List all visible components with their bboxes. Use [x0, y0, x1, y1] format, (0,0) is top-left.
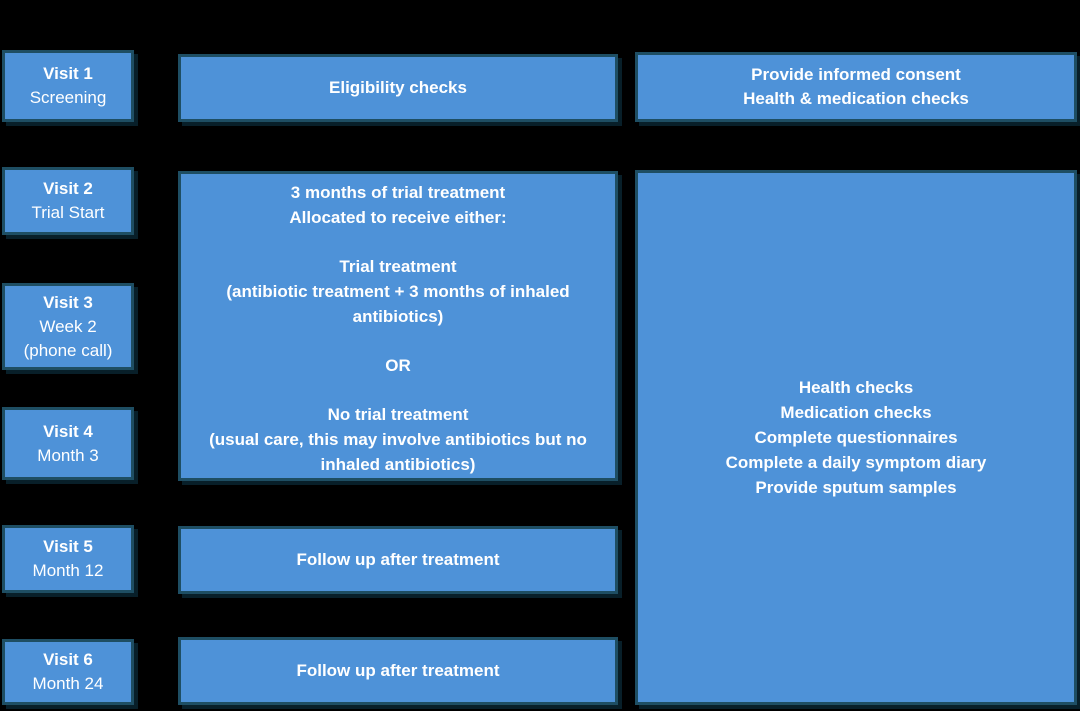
activity-medication-checks: Medication checks	[780, 403, 932, 422]
visit-3-subtitle2: (phone call)	[23, 340, 113, 360]
visit-2-subtitle: Trial Start	[31, 203, 105, 222]
visit-5-subtitle: Month 12	[32, 561, 104, 580]
treatment-arm-a: Trial treatment (antibiotic treatment + …	[189, 254, 607, 329]
visit-1-box: Visit 1 Screening	[2, 50, 134, 122]
treatment-line-1: 3 months of trial treatment	[290, 183, 506, 202]
treatment-arm-b: No trial treatment (usual care, this may…	[189, 402, 607, 477]
visit-6-box: Visit 6 Month 24	[2, 639, 134, 705]
activity-sputum-samples: Provide sputum samples	[755, 478, 957, 497]
treatment-intro: 3 months of trial treatment Allocated to…	[289, 180, 506, 230]
visit-3-title: Visit 3	[43, 292, 93, 312]
followup-2-label: Follow up after treatment	[296, 661, 500, 680]
treatment-arm-b-title: No trial treatment	[327, 405, 469, 424]
treatment-allocation-box: 3 months of trial treatment Allocated to…	[178, 171, 618, 481]
eligibility-checks-box: Eligibility checks	[178, 54, 618, 122]
visit-1-subtitle: Screening	[29, 88, 107, 107]
followup-box-1: Follow up after treatment	[178, 526, 618, 594]
followup-box-2: Follow up after treatment	[178, 637, 618, 705]
visit-3-box: Visit 3 Week 2 (phone call)	[2, 283, 134, 370]
activity-symptom-diary: Complete a daily symptom diary	[725, 453, 987, 472]
visit-5-box: Visit 5 Month 12	[2, 525, 134, 593]
visit-1-title: Visit 1	[43, 64, 93, 83]
treatment-arm-a-detail: (antibiotic treatment + 3 months of inha…	[226, 282, 570, 326]
activity-questionnaires: Complete questionnaires	[754, 428, 958, 447]
visit-2-box: Visit 2 Trial Start	[2, 167, 134, 235]
treatment-arm-b-detail: (usual care, this may involve antibiotic…	[209, 430, 587, 474]
eligibility-checks-label: Eligibility checks	[329, 78, 467, 97]
visit-4-subtitle: Month 3	[37, 445, 99, 465]
followup-1-label: Follow up after treatment	[296, 550, 500, 569]
activity-health-checks: Health checks	[798, 378, 914, 397]
visit-4-title: Visit 4	[43, 421, 93, 441]
visit-3-subtitle: Week 2	[39, 316, 97, 336]
visit-4-box: Visit 4 Month 3	[2, 407, 134, 480]
treatment-arm-a-title: Trial treatment	[339, 257, 457, 276]
visit-6-title: Visit 6	[43, 650, 93, 669]
treatment-line-2: Allocated to receive either:	[289, 208, 507, 227]
consent-line-2: Health & medication checks	[743, 89, 969, 108]
consent-box: Provide informed consent Health & medica…	[635, 52, 1077, 122]
consent-line-1: Provide informed consent	[751, 65, 961, 84]
visit-5-title: Visit 5	[43, 537, 93, 556]
visit-6-subtitle: Month 24	[32, 674, 104, 693]
visit-2-title: Visit 2	[43, 179, 93, 198]
ongoing-activities-box: Health checks Medication checks Complete…	[635, 170, 1077, 705]
treatment-or-label: OR	[385, 356, 411, 375]
